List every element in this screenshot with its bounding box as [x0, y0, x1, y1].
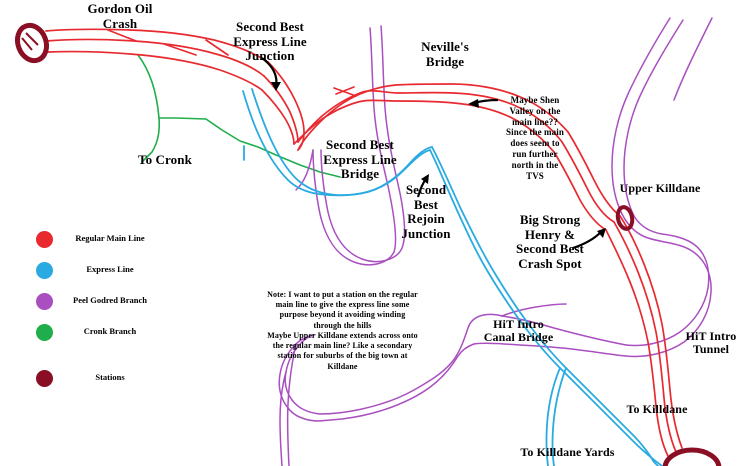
peel-godred-branch-lines	[278, 17, 713, 466]
label-second-best-rejoin-junction: Second Best Rejoin Junction	[401, 182, 451, 241]
main-valley-climb-2b	[359, 89, 563, 143]
main-valley-climb-3	[293, 99, 555, 153]
label-upper-killdane: Upper Killdane	[619, 181, 701, 195]
legend-item-peel-godred-branch: Peel Godred Branch	[36, 290, 186, 312]
arrow-shen-head	[468, 99, 479, 108]
main-crossover-2	[163, 43, 197, 56]
legend-label-cronk-branch: Cronk Branch	[83, 326, 137, 337]
gordon-oil-crash-station-hatch	[21, 32, 39, 51]
express-yards-branch-b	[551, 367, 567, 466]
cronk-branch-east-run	[158, 117, 341, 178]
cronk-branch-west-curve	[137, 54, 161, 163]
label-big-strong-henry-crash-spot: Big Strong Henry & Second Best Crash Spo…	[516, 212, 584, 271]
main-tunnel-descent-1	[619, 215, 683, 449]
circle-icon-express-line	[36, 261, 53, 279]
main-crossover-3	[205, 39, 229, 56]
main-track-2-west	[45, 38, 265, 77]
peel-godred-canal-loop-outer	[319, 313, 503, 415]
legend-label-express-line: Express Line	[86, 264, 134, 275]
circle-icon-stations	[36, 369, 53, 387]
main-valley-climb-1	[297, 83, 569, 151]
legend-label-peel-godred-branch: Peel Godred Branch	[73, 295, 147, 306]
arrow-sbrj-head	[421, 174, 429, 184]
main-descent-killdane-1	[567, 131, 621, 217]
peel-godred-u-loop-outer	[312, 27, 397, 266]
legend-item-express-line: Express Line	[36, 259, 186, 281]
peel-godred-canal-loop-inner	[315, 343, 475, 422]
express-yards-branch-a	[545, 367, 561, 466]
label-gordon-oil-crash: Gordon Oil Crash	[87, 1, 153, 31]
main-track-3-west	[47, 50, 263, 91]
peel-godred-ne-line-b	[623, 19, 684, 217]
station-markers	[13, 21, 722, 466]
label-shen-valley-note: Maybe Shen Valley on the main line?? Sin…	[506, 95, 564, 181]
annotation-arrows	[261, 57, 606, 250]
label-hit-intro-canal-bridge: HiT Intro Canal Bridge	[483, 317, 554, 345]
express-main-descent-b-tail	[631, 433, 659, 466]
express-upper-branch-c	[335, 146, 433, 197]
main-tunnel-descent-3	[605, 229, 669, 457]
peel-godred-right-loop-outer	[621, 213, 712, 358]
arrow-bsh-head	[597, 228, 606, 238]
label-to-killdane: To Killdane	[626, 402, 688, 416]
label-second-best-express-line-junction: Second Best Express Line Junction	[233, 19, 307, 64]
label-to-killdane-yards: To Killdane Yards	[520, 445, 615, 459]
peel-godred-ne-line-a	[611, 17, 671, 215]
express-main-descent-a	[429, 149, 663, 466]
legend-label-stations: Stations	[95, 372, 125, 383]
circle-icon-cronk-branch	[36, 323, 53, 341]
legend-item-cronk-branch: Cronk Branch	[36, 321, 186, 343]
gordon-oil-crash-station-marker[interactable]	[13, 21, 52, 64]
main-descent-killdane-3	[553, 151, 607, 231]
circle-icon-peel-godred-branch	[36, 292, 53, 310]
arrow-bsh-curve	[572, 231, 602, 250]
circle-icon-regular-main-line	[36, 230, 53, 248]
legend-label-regular-main-line: Regular Main Line	[75, 233, 145, 244]
peel-godred-ne-line-c	[673, 17, 713, 101]
label-hit-intro-tunnel: HiT Intro Tunnel	[685, 329, 737, 357]
legend-item-regular-main-line: Regular Main Line	[36, 228, 186, 250]
main-track-2-descend	[263, 75, 299, 143]
main-track-1-west	[45, 28, 269, 63]
peel-godred-canal-west-turn-a	[284, 341, 321, 415]
peel-godred-west-arm-lower	[473, 342, 627, 357]
peel-godred-right-loop-inner	[625, 215, 710, 347]
main-tunnel-descent-2	[613, 221, 677, 453]
arrow-sbelj-head	[271, 82, 281, 91]
label-second-best-express-line-bridge: Second Best Express Line Bridge	[323, 137, 397, 182]
map-legend: Regular Main Line Express Line Peel Godr…	[36, 228, 186, 398]
cronk-branch-lines	[137, 54, 341, 178]
peel-godred-south-line-a	[279, 371, 287, 466]
express-upper-branch-b	[251, 88, 337, 196]
main-crossover-neville-b	[335, 86, 355, 95]
peel-godred-canal-hook-b	[295, 336, 309, 345]
killdane-station-marker[interactable]	[662, 447, 722, 466]
main-track-3-descend	[261, 89, 295, 145]
peel-godred-stub-east	[501, 303, 567, 317]
express-main-descent-b	[431, 146, 633, 435]
regular-main-line-lines	[45, 28, 683, 457]
main-crossover-neville-a	[333, 87, 357, 97]
legend-item-stations: Stations	[36, 367, 186, 389]
peel-godred-south-line-b	[286, 343, 297, 466]
main-crossover-1	[107, 29, 137, 42]
peel-godred-u-loop-inner	[320, 25, 406, 263]
express-line-lines	[242, 88, 663, 466]
label-to-cronk: To Cronk	[138, 152, 192, 167]
label-center-note: Note: I want to put a station on the reg…	[267, 290, 418, 371]
peel-godred-west-arm-upper	[501, 315, 627, 346]
peel-godred-canal-west-turn-b	[278, 343, 317, 422]
main-descent-killdane-2	[561, 141, 615, 223]
label-nevilles-bridge: Neville's Bridge	[421, 39, 469, 69]
upper-killdane-station-marker[interactable]	[615, 205, 635, 231]
